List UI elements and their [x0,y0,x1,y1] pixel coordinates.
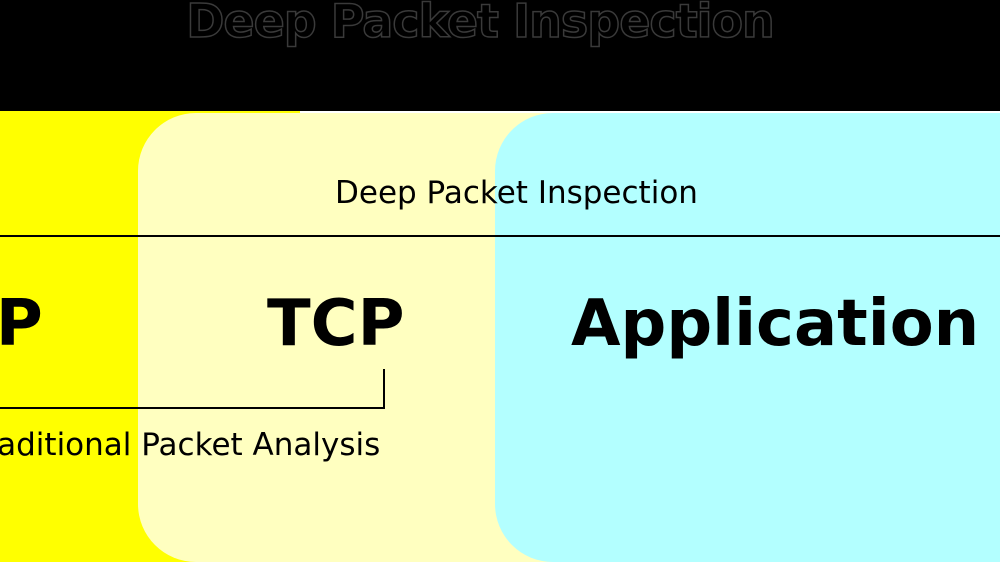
dpi-span-line [0,235,1000,237]
ip-layer-label: IP [0,287,43,361]
deep-packet-inspection-label: Deep Packet Inspection [335,175,698,211]
traditional-bracket-end [383,369,385,409]
title-bar: Deep Packet Inspection [0,0,1000,111]
tcp-layer-label: TCP [267,287,405,361]
application-layer-label: Application D [571,287,1000,361]
slide-title: Deep Packet Inspection [185,0,775,49]
traditional-bracket-line [0,407,385,409]
application-layer-box [495,113,1000,562]
traditional-packet-analysis-label: Traditional Packet Analysis [0,427,381,463]
diagram-area: Deep Packet Inspection IP TCP Applicatio… [0,111,1000,562]
